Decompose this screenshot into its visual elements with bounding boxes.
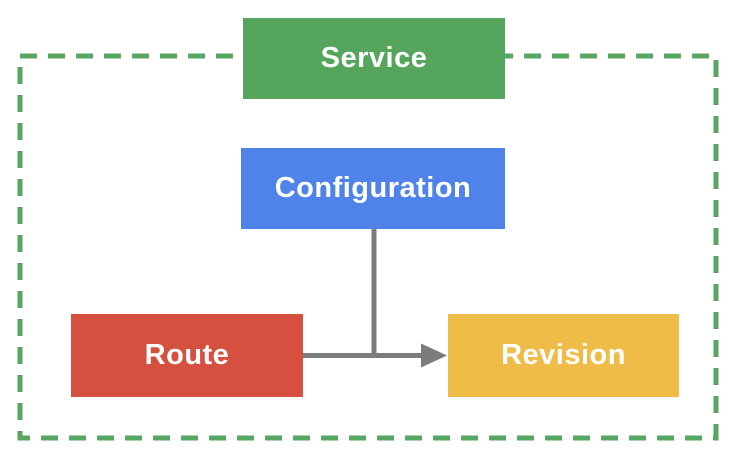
node-service-label: Service — [320, 42, 428, 74]
node-revision-label: Revision — [501, 339, 626, 371]
node-route: Route — [71, 314, 303, 397]
node-configuration-label: Configuration — [274, 172, 472, 204]
node-configuration: Configuration — [241, 148, 505, 229]
node-revision: Revision — [448, 314, 679, 397]
arrowhead-icon — [421, 343, 447, 368]
node-service: Service — [243, 18, 505, 99]
node-route-label: Route — [144, 339, 230, 371]
